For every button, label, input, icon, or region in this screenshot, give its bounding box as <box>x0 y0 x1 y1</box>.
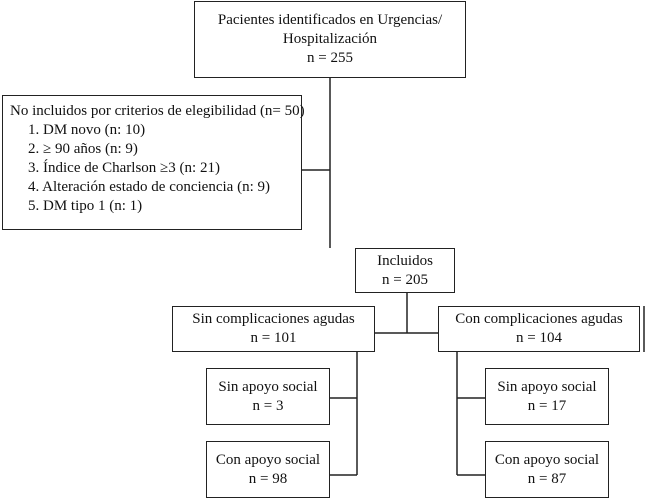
no-complications-box: Sin complicaciones agudas n = 101 <box>172 306 375 352</box>
left-no-support-title: Sin apoyo social <box>218 378 318 395</box>
identified-title-2: Hospitalización <box>282 31 378 47</box>
excluded-box: No incluidos por criterios de elegibilid… <box>2 95 305 230</box>
right-no-support-n: n = 17 <box>527 397 567 414</box>
right-no-support-title: Sin apoyo social <box>497 378 597 395</box>
included-title: Incluidos <box>377 252 433 269</box>
complications-n: n = 104 <box>516 330 562 346</box>
excluded-item: 1. DM novo (n: 10) <box>28 122 146 138</box>
right-support-title: Con apoyo social <box>494 451 600 468</box>
right-support-n: n = 87 <box>527 470 567 487</box>
excluded-item: 5. DM tipo 1 (n: 1) <box>28 198 143 214</box>
right-no-support-box: Sin apoyo social n = 17 <box>485 368 609 425</box>
no-complications-title: Sin complicaciones agudas <box>192 311 355 327</box>
included-n: n = 205 <box>382 271 428 288</box>
excluded-title: No incluidos por criterios de elegibilid… <box>10 103 305 119</box>
complications-title: Con complicaciones agudas <box>455 311 623 327</box>
left-support-box: Con apoyo social n = 98 <box>206 441 330 498</box>
right-support-box: Con apoyo social n = 87 <box>485 441 609 498</box>
identified-n: n = 255 <box>307 50 353 66</box>
left-no-support-box: Sin apoyo social n = 3 <box>206 368 330 425</box>
left-no-support-n: n = 3 <box>252 397 284 414</box>
excluded-item: 2. ≥ 90 años (n: 9) <box>28 141 138 157</box>
complications-box: Con complicaciones agudas n = 104 <box>438 306 640 352</box>
identified-title-1: Pacientes identificados en Urgencias/ <box>217 12 443 28</box>
left-support-n: n = 98 <box>248 470 288 487</box>
excluded-item: 4. Alteración estado de conciencia (n: 9… <box>28 179 270 195</box>
excluded-item: 3. Índice de Charlson ≥3 (n: 21) <box>28 160 220 176</box>
included-box: Incluidos n = 205 <box>355 248 455 293</box>
no-complications-n: n = 101 <box>250 330 297 346</box>
identified-box: Pacientes identificados en Urgencias/ Ho… <box>194 1 466 78</box>
left-support-title: Con apoyo social <box>215 451 321 468</box>
